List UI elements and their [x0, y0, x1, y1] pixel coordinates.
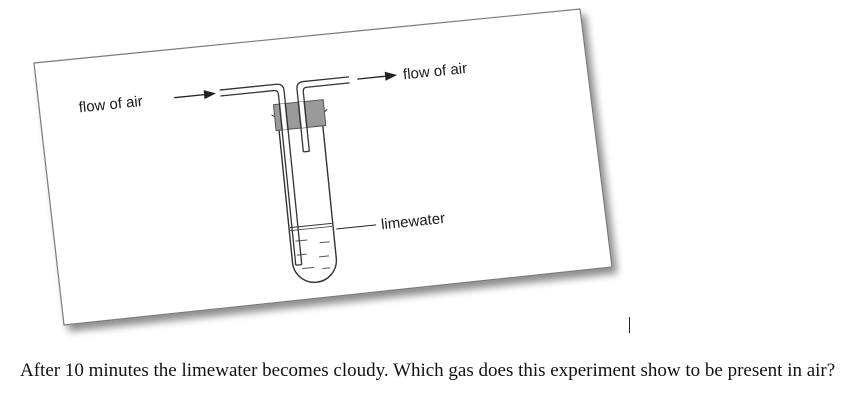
outlet-arrow [357, 71, 398, 81]
limewater-liquid [289, 222, 333, 270]
text-cursor [629, 317, 630, 333]
inlet-label: flow of air [78, 93, 144, 116]
outlet-tube [296, 76, 350, 153]
diagram-svg: flow of air flow of air limewater [33, 8, 613, 326]
inlet-tube [219, 83, 303, 266]
inlet-arrow [174, 90, 217, 100]
experiment-diagram: flow of air flow of air limewater [33, 8, 613, 326]
diagram-card [33, 8, 613, 326]
limewater-label: limewater [380, 210, 446, 233]
outlet-label: flow of air [402, 60, 468, 83]
apparatus: flow of air flow of air limewater [78, 60, 468, 283]
question-text: After 10 minutes the limewater becomes c… [20, 360, 836, 381]
test-tube [276, 111, 338, 283]
limewater-leader [336, 224, 377, 230]
